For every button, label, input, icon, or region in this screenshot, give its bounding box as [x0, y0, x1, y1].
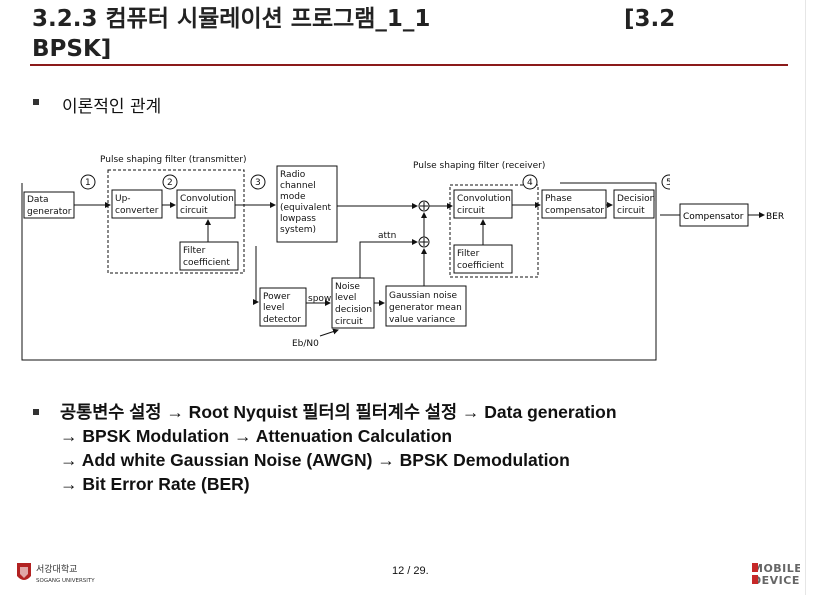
attn-label: attn — [378, 231, 396, 241]
outer-frame — [21, 182, 657, 361]
svg-text:Convolution: Convolution — [180, 194, 234, 204]
phase-compensator-block: Phase compensator — [541, 189, 607, 219]
ebno-label: Eb/N0 — [292, 339, 319, 349]
process-description: 공통변수 설정 → Root Nyquist 필터의 필터계수 설정 → Dat… — [60, 400, 780, 496]
svg-text:Filter: Filter — [183, 246, 206, 256]
svg-text:Radio: Radio — [280, 170, 306, 180]
svg-text:circuit: circuit — [180, 206, 208, 216]
svg-text:MOBILE: MOBILE — [752, 562, 800, 575]
svg-text:(equivalent: (equivalent — [280, 203, 332, 213]
svg-text:circuit: circuit — [335, 317, 363, 327]
slide-title: 3.2.3 컴퓨터 시뮬레이션 프로그램_1_1 [3.2 BPSK] — [32, 4, 792, 64]
rx-filter-coefficient-block: Filter coefficient — [453, 244, 513, 274]
svg-text:2: 2 — [167, 178, 173, 188]
bullet-icon — [33, 99, 39, 105]
svg-text:coefficient: coefficient — [457, 261, 504, 271]
radio-channel-block: Radio channel mode (equivalent lowpass s… — [276, 165, 338, 243]
university-logo: 서강대학교 SOGANG UNIVERSITY — [17, 563, 95, 584]
rx-convolution-block: Convolution circuit — [453, 189, 513, 219]
tx-filter-coefficient-block: Filter coefficient — [179, 241, 239, 271]
ber-label: BER — [766, 212, 784, 222]
svg-text:level: level — [263, 303, 284, 313]
adder-node — [418, 236, 430, 248]
process-line-3: → Add white Gaussian Noise (AWGN) → BPSK… — [60, 450, 570, 470]
title-line-1: 3.2.3 컴퓨터 시뮬레이션 프로그램_1_1 — [32, 6, 431, 32]
rx-group-label: Pulse shaping filter (receiver) — [413, 161, 545, 171]
tx-convolution-block: Convolution circuit — [176, 189, 236, 219]
svg-text:Phase: Phase — [545, 194, 572, 204]
marker-1: 1 — [80, 174, 96, 190]
marker-4: 4 — [522, 174, 538, 190]
title-line-2: BPSK] — [32, 36, 112, 62]
lab-logo: MOBILE DEVICE — [752, 562, 800, 587]
svg-text:decision: decision — [335, 305, 372, 315]
decision-circuit-block: Decision circuit — [613, 189, 655, 219]
svg-text:1: 1 — [85, 178, 91, 188]
svg-text:system): system) — [280, 225, 316, 235]
svg-text:generator: generator — [27, 207, 72, 217]
svg-text:Convolution: Convolution — [457, 194, 511, 204]
marker-5: 5 — [661, 174, 670, 190]
svg-text:level: level — [335, 293, 356, 303]
svg-text:channel: channel — [280, 181, 316, 191]
subheading: 이론적인 관계 — [62, 97, 162, 117]
marker-2: 2 — [162, 174, 178, 190]
svg-text:value variance: value variance — [389, 315, 456, 325]
svg-text:Noise: Noise — [335, 282, 360, 292]
svg-text:Compensator: Compensator — [683, 212, 744, 222]
data-generator-block: Data generator — [23, 191, 75, 219]
svg-text:circuit: circuit — [457, 206, 485, 216]
svg-text:lowpass: lowpass — [280, 214, 316, 224]
svg-text:Gaussian noise: Gaussian noise — [389, 291, 458, 301]
system-block-diagram: Pulse shaping filter (transmitter) Pulse… — [21, 155, 670, 361]
spow-label: spow — [308, 294, 331, 304]
svg-text:Power: Power — [263, 292, 291, 302]
signal-lines — [74, 202, 613, 337]
svg-text:detector: detector — [263, 315, 301, 325]
svg-text:Filter: Filter — [457, 249, 480, 259]
title-reference: [3.2 — [624, 6, 676, 32]
compensator-output: Compensator BER — [660, 203, 784, 227]
svg-text:DEVICE: DEVICE — [752, 574, 800, 587]
svg-text:4: 4 — [527, 178, 533, 188]
title-underline — [30, 64, 788, 66]
svg-text:generator mean: generator mean — [389, 303, 462, 313]
svg-text:compensator: compensator — [545, 206, 604, 216]
svg-text:circuit: circuit — [617, 206, 645, 216]
bullet-icon — [33, 409, 39, 415]
page-number: 12 / 29. — [392, 565, 429, 577]
svg-text:Up-: Up- — [115, 194, 131, 204]
process-line-4: → Bit Error Rate (BER) — [60, 474, 250, 494]
process-line-1: 공통변수 설정 → Root Nyquist 필터의 필터계수 설정 → Dat… — [60, 402, 617, 422]
svg-text:Decision: Decision — [617, 194, 655, 204]
svg-text:mode: mode — [280, 192, 306, 202]
slide-edge-line — [805, 0, 806, 595]
svg-text:서강대학교: 서강대학교 — [36, 564, 77, 575]
noise-level-decision-block: Noise level decision circuit — [331, 277, 375, 329]
tx-group-label: Pulse shaping filter (transmitter) — [100, 155, 246, 165]
tx-group-box — [107, 169, 245, 274]
svg-text:5: 5 — [666, 178, 670, 188]
svg-text:SOGANG UNIVERSITY: SOGANG UNIVERSITY — [36, 578, 95, 584]
marker-3: 3 — [250, 174, 266, 190]
gaussian-noise-block: Gaussian noise generator mean value vari… — [385, 285, 467, 327]
multiplier-node — [418, 200, 430, 212]
svg-text:converter: converter — [115, 206, 159, 216]
svg-text:3: 3 — [255, 178, 261, 188]
svg-text:Data: Data — [27, 195, 49, 205]
svg-text:coefficient: coefficient — [183, 258, 230, 268]
process-line-2: → BPSK Modulation → Attenuation Calculat… — [60, 426, 453, 446]
power-level-detector-block: Power level detector — [259, 287, 307, 327]
upconverter-block: Up- converter — [111, 189, 163, 219]
